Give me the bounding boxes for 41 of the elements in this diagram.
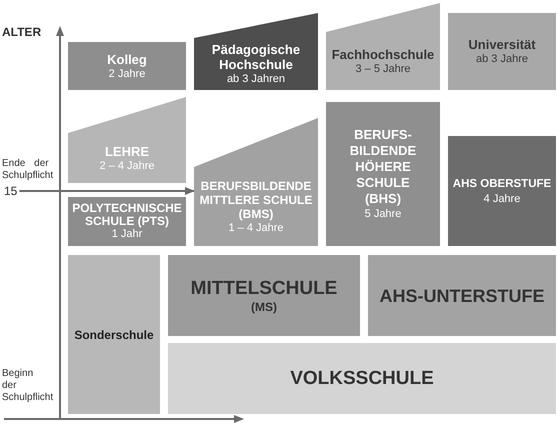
school-block (368, 255, 556, 336)
school-block (168, 255, 360, 336)
school-block (168, 343, 556, 414)
age-note: Beginn der Schulpflicht (2, 368, 54, 404)
school-name: MITTELSCHULE (190, 276, 338, 300)
duration-text: 5 Jahre (364, 207, 402, 221)
school-name: AHS OBERSTUFE (452, 176, 552, 192)
duration-text: ab 3 Jahre (476, 52, 528, 66)
arrow (19, 187, 195, 195)
axis-title: ALTER (2, 25, 42, 39)
duration-text: ab 3 Jahren (226, 72, 286, 86)
age-number: 15 (4, 184, 18, 198)
school-block (326, 102, 440, 246)
school-name: Pädagogische Hochschule (210, 42, 302, 72)
duration-text: 2 Jahre (108, 67, 146, 80)
school-name: Fachhochschule (332, 46, 434, 62)
school-block (448, 136, 556, 246)
duration-text: 3 – 5 Jahre (355, 62, 411, 76)
school-block (68, 42, 186, 90)
school-name: Sonderschule (74, 328, 154, 342)
school-name: VOLKSSCHULE (290, 367, 434, 390)
duration-text: 4 Jahre (484, 192, 520, 206)
age-note: Ende der Schulpflicht (2, 158, 54, 182)
duration-text: 1 – 4 Jahre (228, 220, 284, 234)
school-block (194, 13, 318, 90)
school-name: POLYTECHNISCHE SCHULE (PTS) (71, 202, 183, 228)
school-block (448, 13, 556, 90)
school-block (68, 97, 186, 183)
school-block (194, 118, 318, 246)
school-name: LEHRE (104, 144, 150, 158)
duration-text: 1 Jahr (112, 228, 142, 241)
school-block (326, 3, 440, 90)
school-name: Universität (468, 37, 536, 52)
duration-text: 2 – 4 Jahre (99, 158, 155, 172)
school-name: Kolleg (107, 52, 147, 66)
school-name: BERUFSBILDENDE MITTLERE SCHULE (BMS) (198, 178, 314, 220)
school-block (68, 255, 160, 414)
school-name: BERUFS- BILDENDE HÖHERE SCHULE (BHS) (348, 127, 418, 207)
school-block (68, 197, 186, 246)
duration-text: (MS) (251, 300, 277, 314)
school-name: AHS-UNTERSTUFE (380, 284, 544, 306)
